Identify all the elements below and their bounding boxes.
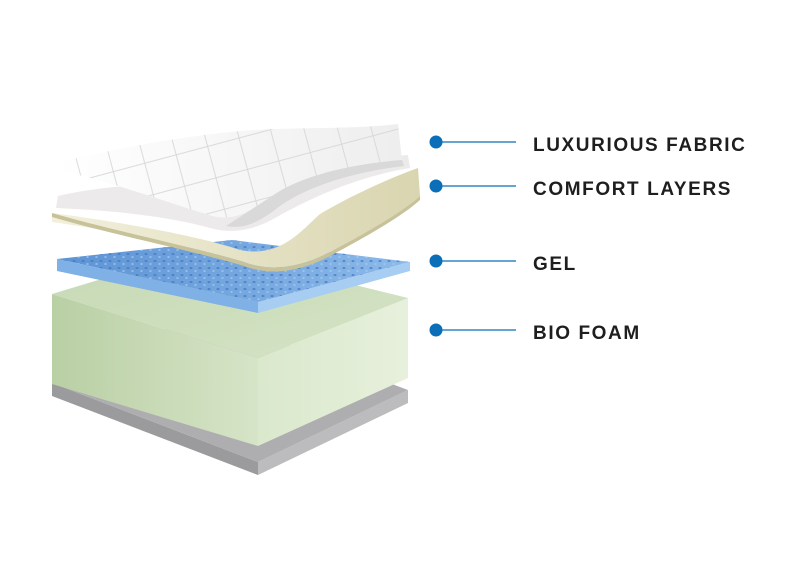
- comfort-layer: [52, 155, 420, 272]
- comfort-edge: [52, 196, 420, 272]
- foam-front: [52, 294, 258, 446]
- fabric-layer: [56, 124, 404, 227]
- callout-dot: [429, 254, 443, 268]
- callout-bio-foam: BIO FOAM: [429, 323, 641, 344]
- label-comfort-layers: COMFORT LAYERS: [533, 179, 732, 200]
- callout-dot: [429, 179, 443, 193]
- callouts: LUXURIOUS FABRIC COMFORT LAYERS GEL BIO …: [429, 135, 747, 344]
- callout-dot: [429, 323, 443, 337]
- callout-comfort-layers: COMFORT LAYERS: [429, 179, 732, 200]
- callout-luxurious-fabric: LUXURIOUS FABRIC: [429, 135, 747, 156]
- callout-dot: [429, 135, 443, 149]
- gel-side: [258, 262, 410, 313]
- gel-front: [57, 259, 258, 313]
- label-gel: GEL: [533, 254, 577, 275]
- comfort-upper-sheet: [56, 155, 410, 231]
- base-side: [258, 390, 408, 475]
- fabric-quilt-pattern: [56, 124, 402, 218]
- base-front: [52, 383, 258, 475]
- label-bio-foam: BIO FOAM: [533, 323, 641, 344]
- fabric-underside: [226, 160, 404, 227]
- label-luxurious-fabric: LUXURIOUS FABRIC: [533, 135, 747, 156]
- comfort-lower-sheet: [52, 168, 420, 268]
- callout-gel: GEL: [429, 254, 577, 275]
- foam-side: [258, 298, 408, 446]
